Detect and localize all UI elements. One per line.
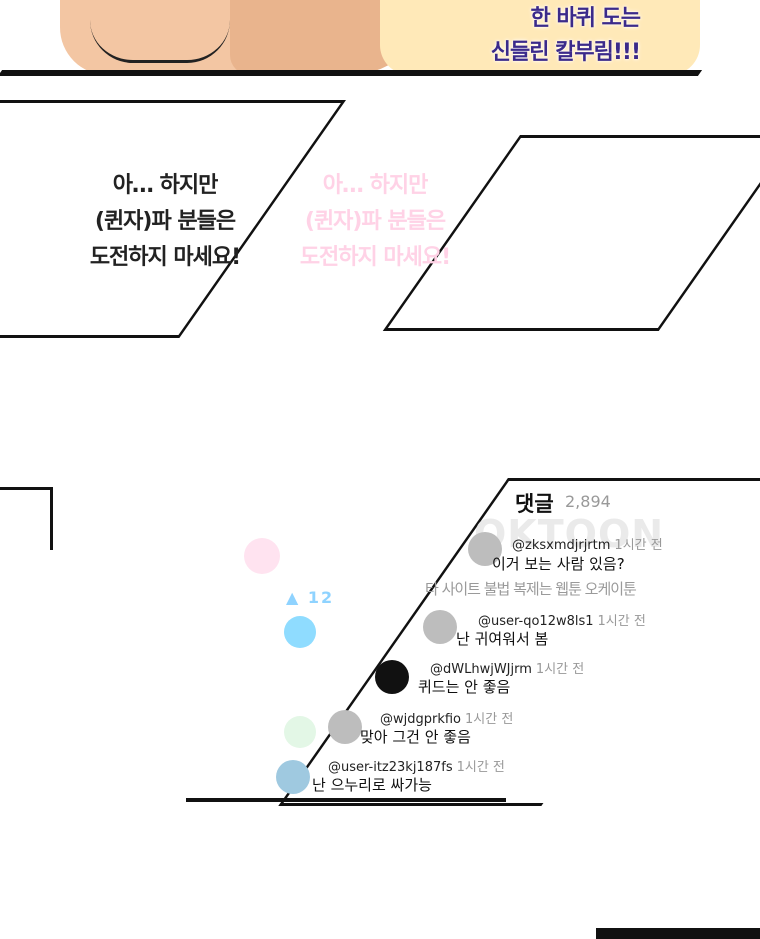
comment-time: 1시간 전 xyxy=(614,538,663,553)
avatar[interactable] xyxy=(468,532,502,566)
speech-line-ghost: (퀸자)파 분들은 xyxy=(304,209,446,234)
heart-icon xyxy=(244,538,280,574)
speech-line: 도전하지 마세요! xyxy=(89,245,241,270)
comment-text: 난 으누리로 싸가능 xyxy=(312,776,432,794)
username[interactable]: @user-itz23kj187fs xyxy=(328,760,453,775)
avatar[interactable] xyxy=(328,710,362,744)
panel-border xyxy=(0,70,703,76)
avatar[interactable] xyxy=(276,760,310,794)
comment-text: 난 귀여워서 봄 xyxy=(456,630,549,648)
comments-title: 댓글 xyxy=(515,492,554,516)
speech-line-ghost: 아… 하지만 xyxy=(322,173,429,198)
bubble-icon xyxy=(284,616,316,648)
username[interactable]: @wjdgprkfio xyxy=(380,712,462,727)
comments-notice: 타 사이트 불법 복제는 웹툰 오케이툰 xyxy=(425,580,637,598)
character-outline xyxy=(90,20,230,63)
comments-count: 2,894 xyxy=(565,492,611,511)
speech-line-ghost: 도전하지 마세요! xyxy=(299,245,451,270)
sticker-icon xyxy=(284,716,316,748)
username[interactable]: @zksxmdjrjrtm xyxy=(512,538,611,553)
avatar[interactable] xyxy=(423,610,457,644)
narration-line-2: 신들린 칼부림!!! xyxy=(490,40,641,65)
character-clothing xyxy=(380,0,700,75)
comment-time: 1시간 전 xyxy=(535,662,585,677)
comment-time: 1시간 전 xyxy=(456,760,505,775)
speech-line: (퀸자)파 분들은 xyxy=(94,209,236,234)
top-panel xyxy=(0,0,760,90)
comment-panel-base xyxy=(186,798,506,802)
comment-text: 퀴드는 안 좋음 xyxy=(418,678,511,696)
username[interactable]: @user-qo12w8ls1 xyxy=(478,614,594,629)
speech-text-ghost: 아… 하지만 (퀸자)파 분들은 도전하지 마세요! xyxy=(270,168,480,276)
comment-text: 이거 보는 사람 있음? xyxy=(492,555,625,573)
comment-text: 맞아 그건 안 좋음 xyxy=(360,728,471,746)
panel-border-bottom xyxy=(596,928,760,939)
panel-corner xyxy=(0,487,53,550)
like-count: ▲ 12 xyxy=(286,588,335,607)
username[interactable]: @dWLhwjWJjrm xyxy=(430,662,532,677)
comment-time: 1시간 전 xyxy=(597,614,646,629)
speech-text: 아… 하지만 (퀸자)파 분들은 도전하지 마세요! xyxy=(50,168,280,276)
narration-line-1: 한 바퀴 도는 xyxy=(530,6,641,31)
watermark: OKTOON xyxy=(474,512,665,556)
speech-line: 아… 하지만 xyxy=(112,173,219,198)
avatar[interactable] xyxy=(375,660,409,694)
comment-time: 1시간 전 xyxy=(465,712,514,727)
comment-panel xyxy=(186,478,760,806)
